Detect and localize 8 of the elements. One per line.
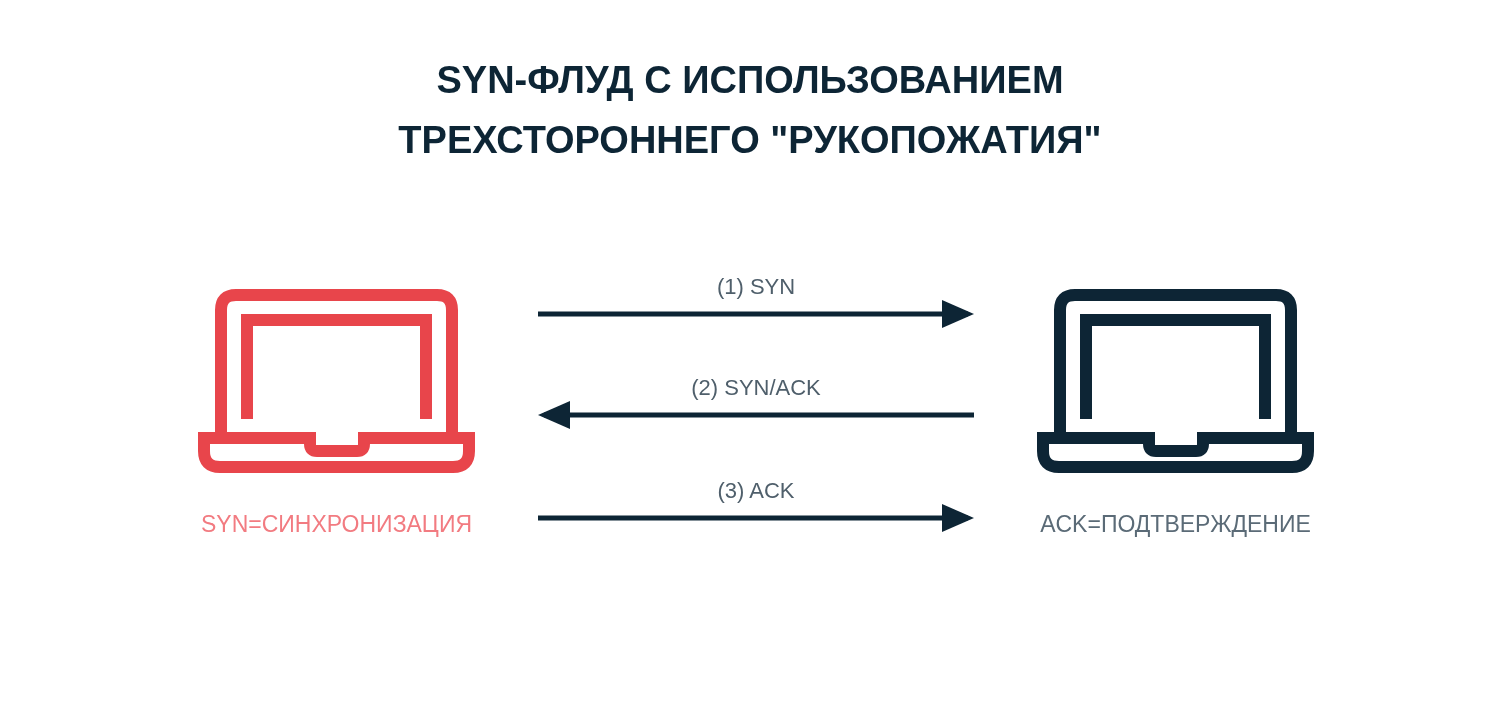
arrow xyxy=(538,504,974,532)
diagram-title: SYN-ФЛУД С ИСПОЛЬЗОВАНИЕМ ТРЕХСТОРОННЕГО "РУКОПОЖАТИЯ" xyxy=(397,58,1103,163)
node-caption: SYN=СИНХРОНИЗАЦИЯ xyxy=(199,510,474,539)
laptop-icon xyxy=(1037,288,1314,473)
laptop-icon xyxy=(198,288,475,473)
arrow xyxy=(538,300,974,328)
arrow xyxy=(538,401,974,429)
node-caption: ACK=ПОДТВЕРЖДЕНИЕ xyxy=(1039,510,1312,539)
